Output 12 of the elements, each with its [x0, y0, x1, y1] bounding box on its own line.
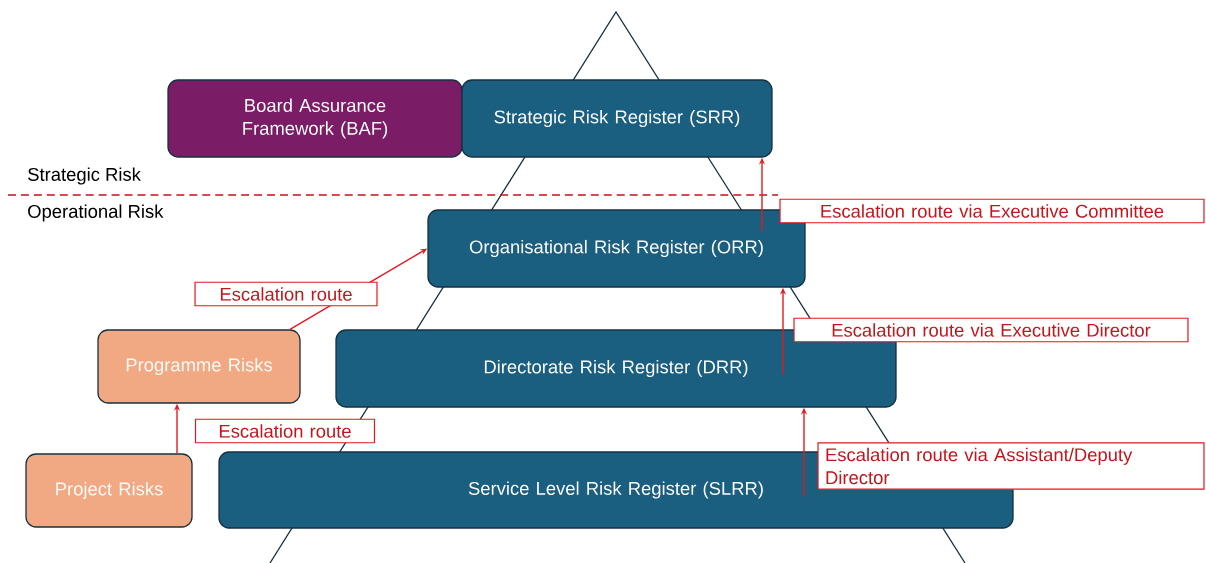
section-label: Strategic Risk — [28, 167, 141, 185]
framework-box: Board Assurance Framework (BAF) — [167, 79, 463, 158]
edge-label: Escalation route — [194, 281, 378, 307]
register-box: Organisational Risk Register (ORR) — [427, 209, 806, 288]
risk-box: Project Risks — [25, 453, 193, 528]
risk-box: Programme Risks — [97, 329, 301, 404]
edge-label: Escalation route via Executive Committee — [779, 198, 1205, 224]
edge-label: Escalation route via Assistant/Deputy Director — [817, 442, 1205, 490]
edge-label: Escalation route via Executive Director — [793, 317, 1189, 343]
edge-label: Escalation route — [194, 418, 376, 444]
section-label: Operational Risk — [28, 204, 164, 222]
register-box: Strategic Risk Register (SRR) — [461, 79, 773, 158]
